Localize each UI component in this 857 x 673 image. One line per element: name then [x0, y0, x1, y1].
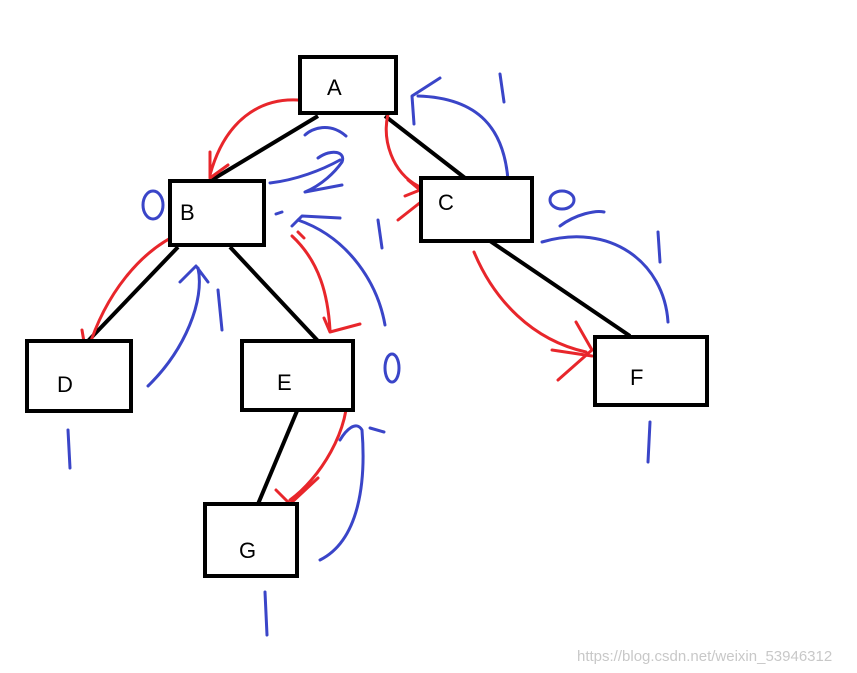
edge-b-d: [86, 245, 180, 343]
watermark: https://blog.csdn.net/weixin_53946312: [577, 648, 832, 665]
node-f: F: [593, 335, 709, 407]
edge-e-g: [256, 410, 299, 505]
node-label: B: [180, 200, 195, 225]
digit-0-near-e: [383, 352, 401, 384]
node-label: A: [327, 75, 342, 100]
node-b: B: [168, 179, 266, 247]
edge-a-b: [208, 114, 320, 183]
handwritten-digits: [66, 189, 652, 637]
node-label: F: [630, 365, 643, 390]
digit-1-under-g: [263, 590, 269, 637]
digit-0-near-b: [141, 189, 165, 221]
node-c: C: [419, 176, 534, 243]
node-e: E: [240, 339, 355, 412]
node-label: C: [438, 190, 454, 215]
digit-1-under-f: [646, 420, 652, 464]
edge-c-f: [488, 239, 632, 338]
node-label: G: [239, 538, 256, 563]
edge-b-e: [228, 245, 320, 343]
node-d: D: [25, 339, 133, 413]
node-g: G: [203, 502, 299, 578]
edge-a-c: [383, 114, 467, 180]
node-a: A: [298, 55, 398, 115]
digit-0-near-f: [548, 189, 576, 211]
node-label: D: [57, 372, 73, 397]
blue-traversal-annotations: [146, 72, 670, 562]
digit-1-under-d: [66, 428, 72, 470]
node-label: E: [277, 370, 292, 395]
